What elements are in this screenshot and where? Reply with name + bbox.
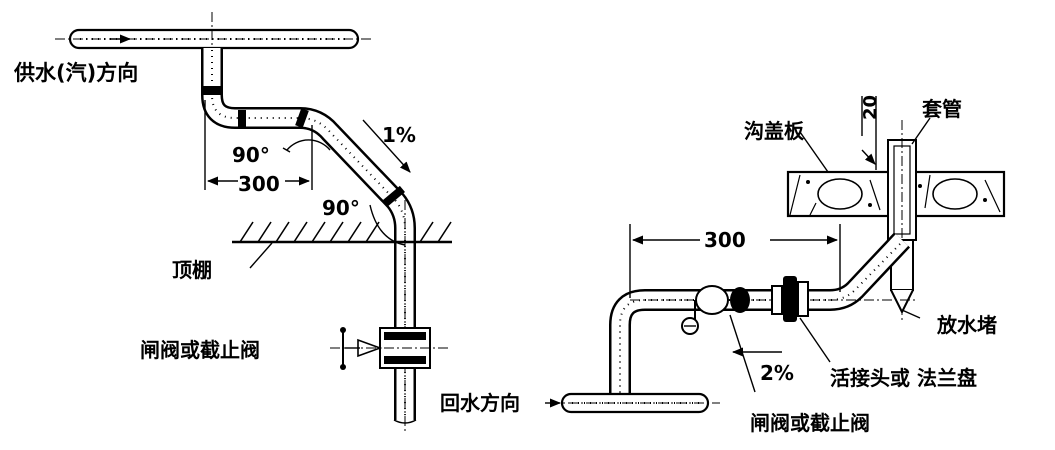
angle-arc-top [286,139,331,151]
drain-plug-label: 放水堵 [936,313,997,337]
left-valve-label: 闸阀或截止阀 [140,338,260,362]
pipe-joints [201,86,405,207]
ceiling-label: 顶棚 [172,258,212,282]
right-valve-label: 闸阀或截止阀 [750,411,870,435]
dimension-20 [861,96,877,170]
union-flange-label: 活接头或 法兰盘 [830,366,977,390]
right-dimension-300 [629,224,841,298]
union-flange [771,276,831,363]
return-direction-label: 回水方向 [440,391,520,415]
branch-pipe [201,48,417,432]
angle-label-bottom: 90° [322,196,360,220]
right-dimension-label: 300 [704,228,746,252]
sleeve-leader [911,117,931,145]
left-dimension-label: 300 [238,172,280,196]
ceiling-leader [249,242,273,269]
ceiling [232,221,452,269]
angle-label-top: 90° [232,143,270,167]
return-main-pipe [545,392,720,414]
left-valve [330,327,450,370]
trench-cover-label: 沟盖板 [744,119,805,143]
right-figure [545,96,1006,414]
sleeve-label: 套管 [922,97,962,121]
slope-label-left: 1% [382,123,416,147]
left-dimension-300 [204,100,313,190]
slope-label-right: 2% [760,361,794,385]
angle-arc-bottom [369,204,406,246]
trench-cover-leader [799,131,829,173]
supply-main-pipe [55,28,372,50]
right-valve [681,285,756,393]
left-figure [55,12,452,432]
supply-direction-label: 供水(汽)方向 [13,61,138,85]
sleeve-gap-label: 20 [860,95,881,120]
slope-arrow-left [362,119,411,173]
